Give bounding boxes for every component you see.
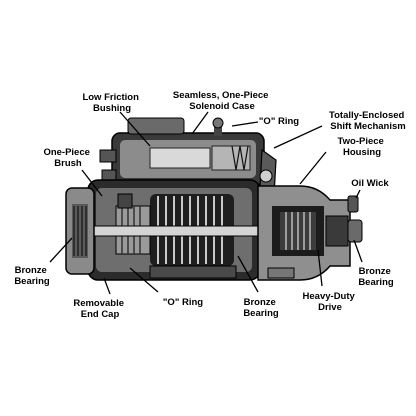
label-seamless-solenoid-case: Seamless, One-Piece Solenoid Case <box>173 90 271 112</box>
labels: Low Friction Bushing Seamless, One-Piece… <box>14 90 407 320</box>
label-enclosed-shift-mechanism: Totally-Enclosed Shift Mechanism <box>329 110 407 132</box>
leader-lines <box>49 111 363 295</box>
label-one-piece-brush: One-Piece Brush <box>43 147 92 169</box>
solenoid-assembly <box>99 117 265 186</box>
label-bronze-bearing-right: Bronze Bearing <box>358 266 394 288</box>
label-removable-end-cap: Removable End Cap <box>73 298 126 320</box>
label-low-friction-bushing: Low Friction Bushing <box>82 92 141 114</box>
label-oil-wick: Oil Wick <box>351 178 389 189</box>
label-bronze-bearing-left: Bronze Bearing <box>14 265 50 287</box>
label-bronze-bearing-bottom: Bronze Bearing <box>243 297 279 319</box>
drive-housing <box>257 185 363 281</box>
end-cap <box>65 187 95 275</box>
label-o-ring-bottom: "O" Ring <box>163 297 203 308</box>
label-two-piece-housing: Two-Piece Housing <box>338 136 387 158</box>
label-heavy-duty-drive: Heavy-Duty Drive <box>303 291 358 313</box>
label-o-ring-top: "O" Ring <box>259 116 299 127</box>
starter-motor-cutaway <box>65 117 363 281</box>
